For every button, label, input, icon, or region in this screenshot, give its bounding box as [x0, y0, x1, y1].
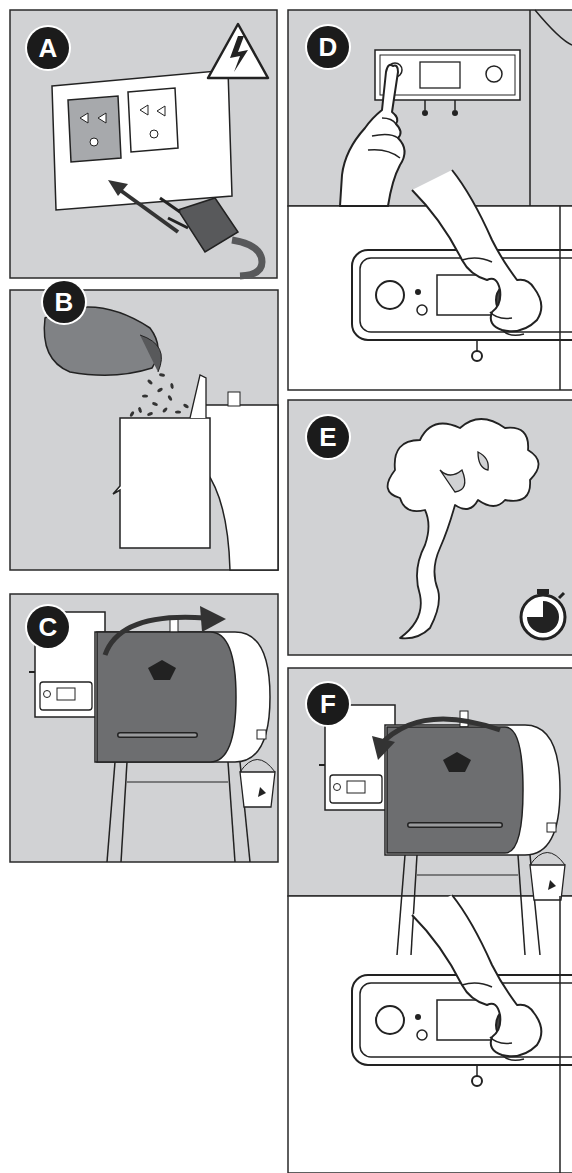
step-badge: F: [307, 683, 349, 725]
step-badge: A: [27, 27, 69, 69]
step-letter: E: [319, 424, 336, 450]
step-badge: C: [27, 606, 69, 648]
step-letter: F: [320, 691, 336, 717]
step-letter: A: [39, 35, 58, 61]
step-badge: D: [307, 26, 349, 68]
step-badge: B: [43, 281, 85, 323]
step-letter: D: [319, 34, 338, 60]
step-letter: B: [55, 289, 74, 315]
step-letter: C: [39, 614, 58, 640]
step-badge: E: [307, 416, 349, 458]
